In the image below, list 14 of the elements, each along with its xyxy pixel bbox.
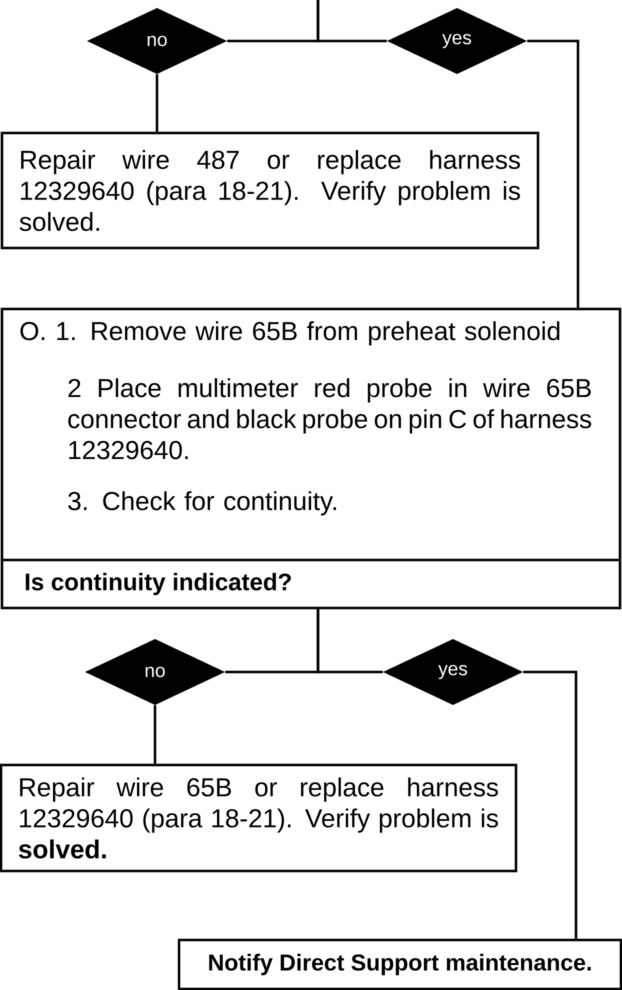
connector-line — [523, 670, 578, 939]
step-text: O. 1. Remove wire 65B from preheat solenoid — [20, 321, 560, 346]
connector-line — [316, 0, 387, 42]
action-box: Notify Direct Support maintenance. — [178, 938, 622, 990]
action-box: Repair wire 65B or replace harness 12329640 (para 18-21). Verify problem is solved. — [0, 764, 518, 872]
step-text: 2 Place multimeter red probe in wire 65B connector and black probe on pin C of harness 12329640. — [68, 378, 592, 460]
connector-line — [316, 609, 383, 674]
step-box — [0, 308, 622, 610]
action-box: Repair wire 487 or replace harness 12329640 (para 18-21). Verify problem is solved. — [0, 132, 540, 250]
connector-line — [154, 705, 156, 764]
question-text: Is continuity indicated? — [26, 572, 291, 596]
connector-line — [527, 40, 580, 308]
connector-line — [156, 74, 158, 132]
step-text: 3. Check for continuity. — [68, 491, 336, 516]
